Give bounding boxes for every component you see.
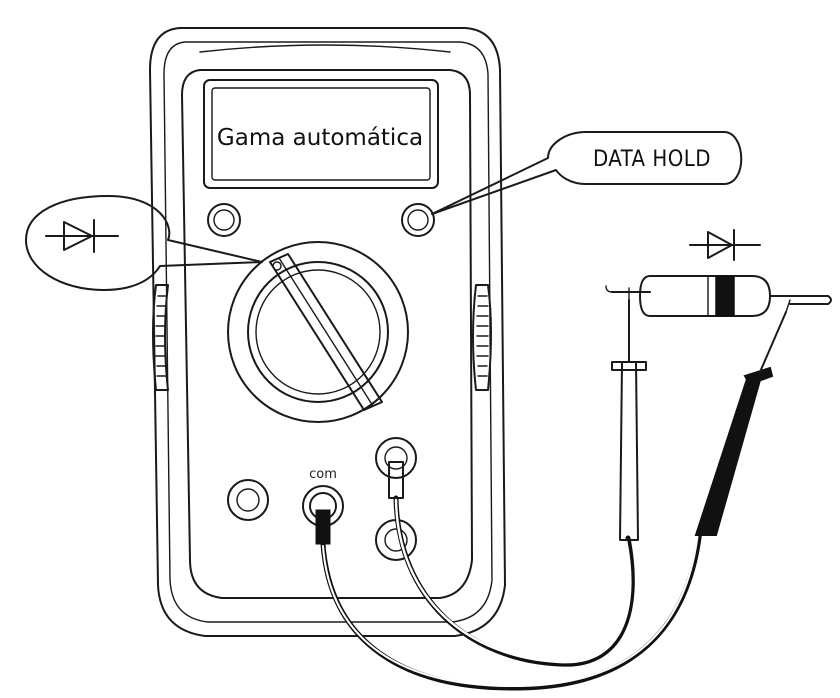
red-test-lead xyxy=(388,287,647,667)
jack-com: com xyxy=(302,467,344,527)
diode-function-callout xyxy=(25,195,263,291)
multimeter-body xyxy=(149,27,506,637)
range-button xyxy=(207,203,241,237)
jack-ma xyxy=(227,479,269,521)
data-hold-label: DATA HOLD xyxy=(593,147,711,172)
data-hold-button xyxy=(401,203,435,237)
diode-symbol-icon xyxy=(45,219,119,253)
jack-com-label: com xyxy=(309,467,337,482)
jack-v-ohm xyxy=(375,437,417,479)
display-label: Gama automática xyxy=(217,125,423,151)
right-grip xyxy=(472,284,492,391)
black-test-lead xyxy=(315,299,791,691)
diode-component xyxy=(605,275,832,317)
lcd-display: Gama automática xyxy=(203,79,439,189)
data-hold-callout: DATA HOLD xyxy=(431,131,743,215)
rotary-selector xyxy=(227,241,409,423)
diode-symbol-icon xyxy=(689,229,761,261)
left-grip xyxy=(152,284,169,391)
